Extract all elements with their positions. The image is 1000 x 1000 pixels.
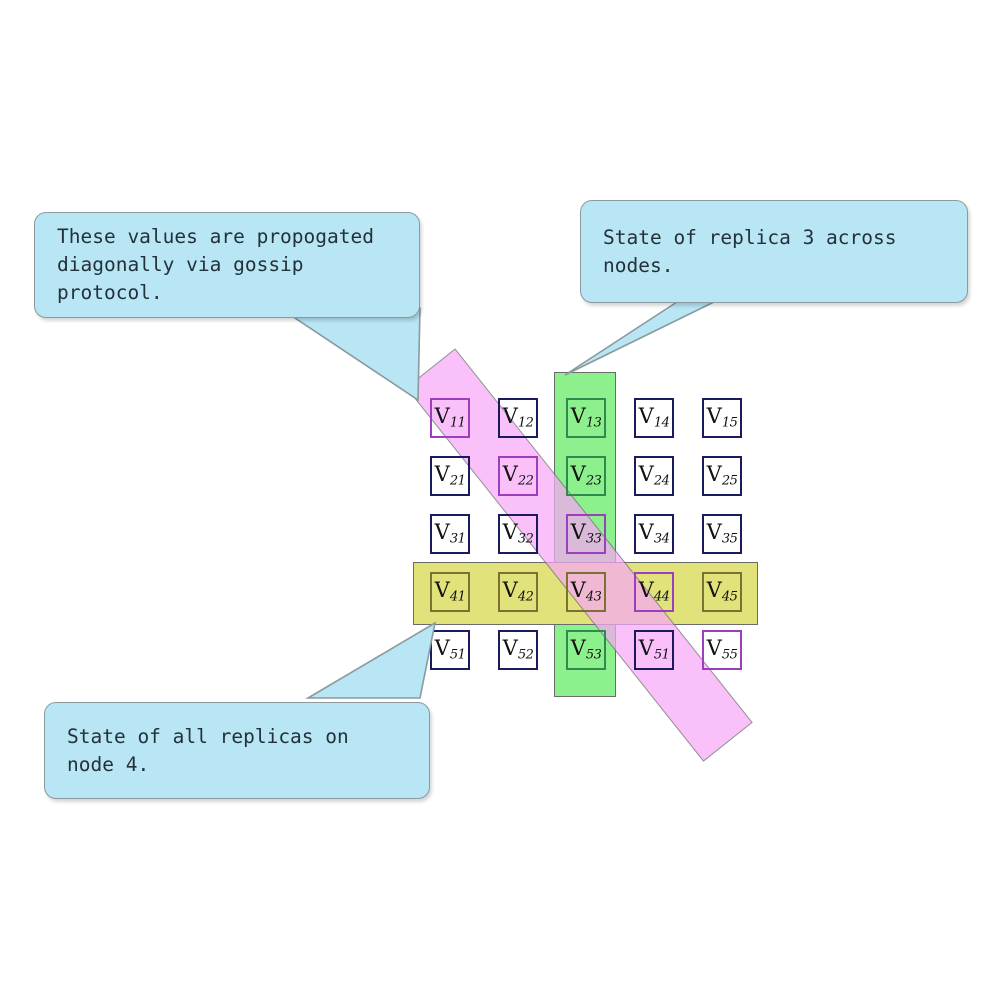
grid-cell-1-1[interactable]: V11 — [430, 398, 470, 438]
grid-cell-label: V13 — [570, 404, 602, 431]
callout-node4[interactable]: State of all replicas on node 4. — [44, 702, 430, 799]
grid-cell-4-2[interactable]: V42 — [498, 572, 538, 612]
grid-cell-5-4[interactable]: V51 — [634, 630, 674, 670]
callout-gossip-text: These values are propogated diagonally v… — [57, 225, 374, 304]
grid-cell-label: V51 — [434, 636, 466, 663]
grid-cell-2-5[interactable]: V25 — [702, 456, 742, 496]
grid-cell-3-3[interactable]: V33 — [566, 514, 606, 554]
grid-cell-label: V12 — [502, 404, 534, 431]
grid-cell-label: V55 — [706, 636, 738, 663]
grid-cell-label: V41 — [434, 578, 466, 605]
grid-cell-5-1[interactable]: V51 — [430, 630, 470, 670]
grid-cell-label: V33 — [570, 520, 602, 547]
grid-cell-label: V23 — [570, 462, 602, 489]
grid-cell-label: V14 — [638, 404, 670, 431]
grid-cell-1-5[interactable]: V15 — [702, 398, 742, 438]
grid-cell-1-4[interactable]: V14 — [634, 398, 674, 438]
grid-cell-4-5[interactable]: V45 — [702, 572, 742, 612]
callout-replica3-text: State of replica 3 across nodes. — [603, 225, 897, 277]
grid-cell-5-3[interactable]: V53 — [566, 630, 606, 670]
grid-cell-1-3[interactable]: V13 — [566, 398, 606, 438]
grid-cell-label: V44 — [638, 578, 670, 605]
node4-callout-tail — [305, 621, 437, 699]
callout-gossip[interactable]: These values are propogated diagonally v… — [34, 212, 420, 318]
grid-cell-label: V21 — [434, 462, 466, 489]
grid-cell-label: V43 — [570, 578, 602, 605]
grid-cell-label: V53 — [570, 636, 602, 663]
grid-cell-label: V35 — [706, 520, 738, 547]
grid-cell-2-2[interactable]: V22 — [498, 456, 538, 496]
grid-cell-2-3[interactable]: V23 — [566, 456, 606, 496]
grid-cell-3-5[interactable]: V35 — [702, 514, 742, 554]
callout-replica3[interactable]: State of replica 3 across nodes. — [580, 200, 968, 303]
grid-cell-label: V32 — [502, 520, 534, 547]
grid-cell-2-1[interactable]: V21 — [430, 456, 470, 496]
grid-cell-label: V34 — [638, 520, 670, 547]
grid-cell-label: V15 — [706, 404, 738, 431]
grid-cell-label: V25 — [706, 462, 738, 489]
grid-cell-label: V42 — [502, 578, 534, 605]
grid-cell-label: V51 — [638, 636, 670, 663]
grid-cell-label: V45 — [706, 578, 738, 605]
grid-cell-4-4[interactable]: V44 — [634, 572, 674, 612]
grid-cell-label: V11 — [434, 404, 466, 431]
grid-cell-4-3[interactable]: V43 — [566, 572, 606, 612]
grid-cell-3-1[interactable]: V31 — [430, 514, 470, 554]
grid-cell-label: V31 — [434, 520, 466, 547]
grid-cell-2-4[interactable]: V24 — [634, 456, 674, 496]
grid-cell-label: V22 — [502, 462, 534, 489]
grid-cell-label: V52 — [502, 636, 534, 663]
grid-cell-3-4[interactable]: V34 — [634, 514, 674, 554]
grid-cell-4-1[interactable]: V41 — [430, 572, 470, 612]
replica3-callout-tail — [564, 299, 719, 376]
grid-cell-5-2[interactable]: V52 — [498, 630, 538, 670]
callout-node4-text: State of all replicas on node 4. — [67, 724, 349, 776]
grid-cell-1-2[interactable]: V12 — [498, 398, 538, 438]
grid-cell-3-2[interactable]: V32 — [498, 514, 538, 554]
grid-cell-5-5[interactable]: V55 — [702, 630, 742, 670]
grid-cell-label: V24 — [638, 462, 670, 489]
